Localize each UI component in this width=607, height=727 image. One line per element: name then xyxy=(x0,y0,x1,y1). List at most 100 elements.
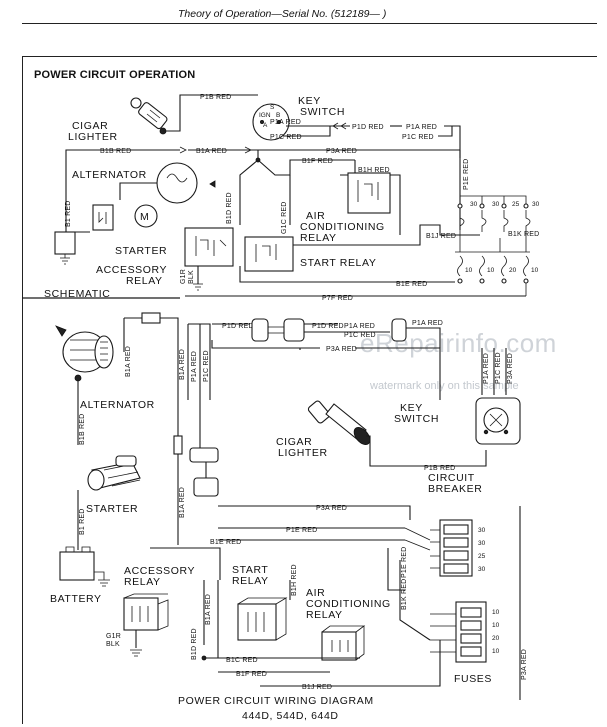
header-title: Theory of Operation—Serial No. (512189— … xyxy=(178,8,387,20)
schem-wire-b1f: B1F RED xyxy=(302,158,333,165)
schem-wire-p1a-2: P1A RED xyxy=(406,124,437,131)
header-rule xyxy=(22,23,597,24)
key-switch-ign: IGN xyxy=(259,112,271,119)
battery-picture xyxy=(59,551,95,581)
wd-fuse-3: 20 xyxy=(492,635,500,642)
schem-cigar-label-1: CIGAR xyxy=(72,120,108,132)
wd-key-label-1: KEY xyxy=(400,402,423,414)
wd-key-label-2: SWITCH xyxy=(394,413,439,425)
schem-breakers: 30 30 25 30 xyxy=(457,195,540,232)
wd-wire-p1d-2: P1D RED xyxy=(312,323,344,330)
schem-acc-relay-label-1: ACCESSORY xyxy=(96,264,167,276)
accessory-relay-schematic xyxy=(184,227,234,267)
wd-wire-b1d: B1D RED xyxy=(191,628,198,660)
wd-wire-b1e: B1E RED xyxy=(210,539,241,546)
schem-wire-b1h: B1H RED xyxy=(358,167,390,174)
wd-ac-label-3: RELAY xyxy=(306,609,343,621)
schem-wire-g1r: G1R xyxy=(180,269,187,284)
wd-wire-b1c: B1C RED xyxy=(226,657,258,664)
schem-wire-b1b: B1B RED xyxy=(100,148,131,155)
schem-wire-p1e: P1E RED xyxy=(463,159,470,190)
schem-starter-label: STARTER xyxy=(115,245,167,257)
schem-key-label-1: KEY xyxy=(298,95,321,107)
wd-wire-p1c-v: P1C RED xyxy=(203,350,210,382)
schem-cigar-label-2: LIGHTER xyxy=(68,131,118,143)
starter-solenoid-schematic xyxy=(92,204,114,231)
wd-wire-p3a-2: P3A RED xyxy=(507,353,514,384)
wd-breaker-label-2: BREAKER xyxy=(428,483,482,495)
wd-fuses-label: FUSES xyxy=(454,673,492,685)
wd-wire-b1a-1: B1A RED xyxy=(125,346,132,377)
wd-wire-b1h: B1H RED xyxy=(291,564,298,596)
wd-wire-p1e-v: P1E RED xyxy=(401,547,408,578)
schem-wire-p7f: P7F RED xyxy=(322,295,353,302)
wiring-caption-2: 444D, 544D, 644D xyxy=(242,710,339,722)
wd-wire-g1r-blk: BLK xyxy=(106,641,120,648)
wd-wire-p1a-v: P1A RED xyxy=(191,351,198,382)
wd-acc-relay-label-2: RELAY xyxy=(124,576,161,588)
wd-wire-p3a-1: P3A RED xyxy=(326,346,357,353)
wd-ac-label-1: AIR xyxy=(306,587,325,599)
connector-3 xyxy=(391,318,407,342)
wd-battery-label: BATTERY xyxy=(50,593,102,605)
schem-wire-p1c-1: P1C RED xyxy=(270,134,302,141)
schem-fuse-2: 10 xyxy=(487,267,495,274)
section-title: POWER CIRCUIT OPERATION xyxy=(34,69,196,81)
wd-acc-relay-label-1: ACCESSORY xyxy=(124,565,195,577)
schem-ac-label-2: CONDITIONING xyxy=(300,221,385,233)
wd-fuse-4: 10 xyxy=(492,648,500,655)
starter-picture xyxy=(87,455,141,491)
schem-wire-b1j: B1J RED xyxy=(426,233,456,240)
ac-relay-schematic xyxy=(347,172,391,214)
wd-wire-p1a-v2: P1A RED xyxy=(483,353,490,384)
key-switch-s: S xyxy=(270,104,275,111)
battery-symbol-schematic xyxy=(54,231,76,255)
starter-motor-symbol xyxy=(134,204,158,228)
ac-relay-picture xyxy=(321,625,366,661)
schem-wire-p1b-label: P1B RED xyxy=(200,94,231,101)
key-switch-schematic: IGN A B S xyxy=(252,103,290,141)
connector-2 xyxy=(283,318,305,342)
wiring-caption-1: POWER CIRCUIT WIRING DIAGRAM xyxy=(178,695,374,707)
wd-wire-p1e: P1E RED xyxy=(286,527,317,534)
harness-connector-a xyxy=(189,447,219,463)
harness-connector-b xyxy=(193,477,219,497)
fuse-block xyxy=(430,601,487,663)
wd-wire-b1a-2: B1A RED xyxy=(179,349,186,380)
wd-wire-p1d: P1D RED xyxy=(222,323,254,330)
cigar-lighter-schematic xyxy=(130,97,168,135)
schem-wire-p3a: P3A RED xyxy=(326,148,357,155)
alternator-picture xyxy=(55,325,114,382)
wd-fuse-2: 10 xyxy=(492,622,500,629)
schem-motor-m: M xyxy=(140,211,149,223)
schem-wire-b1e: B1E RED xyxy=(396,281,427,288)
wd-wire-p1c: P1C RED xyxy=(344,332,376,339)
wd-wire-b1k: B1K RED xyxy=(401,579,408,610)
schem-wire-p1b xyxy=(163,94,258,132)
start-relay-picture xyxy=(237,597,288,641)
schem-wire-p1a-1: P1A RED xyxy=(270,119,301,126)
wd-wire-b1: B1 RED xyxy=(79,509,86,536)
alternator-symbol xyxy=(156,162,198,204)
schematic-heading: SCHEMATIC xyxy=(44,288,110,300)
frame-top-rule xyxy=(22,56,597,57)
wd-breaker-3: 25 xyxy=(478,553,486,560)
key-switch-b: B xyxy=(276,112,280,119)
key-switch-a: A xyxy=(263,122,268,129)
schem-breaker-2: 30 xyxy=(492,201,500,208)
start-relay-schematic xyxy=(244,236,294,272)
schem-ac-label-1: AIR xyxy=(306,210,325,222)
schem-wire-p1c-2: P1C RED xyxy=(402,134,434,141)
schem-wire-g1r-blk: BLK xyxy=(188,270,195,284)
schem-acc-relay-label-2: RELAY xyxy=(126,275,163,287)
schem-start-relay-label: START RELAY xyxy=(300,257,376,269)
wd-breaker-4: 30 xyxy=(478,566,486,573)
wd-alternator-label: ALTERNATOR xyxy=(80,399,155,411)
schem-key-label-2: SWITCH xyxy=(300,106,345,118)
wd-cigar-label-1: CIGAR xyxy=(276,436,312,448)
schem-wire-b1d: B1D RED xyxy=(226,192,233,224)
schem-fuses: 10 10 20 10 xyxy=(455,251,539,296)
wd-wire-p1c-v2: P1C RED xyxy=(495,352,502,384)
key-switch-picture xyxy=(475,397,521,445)
